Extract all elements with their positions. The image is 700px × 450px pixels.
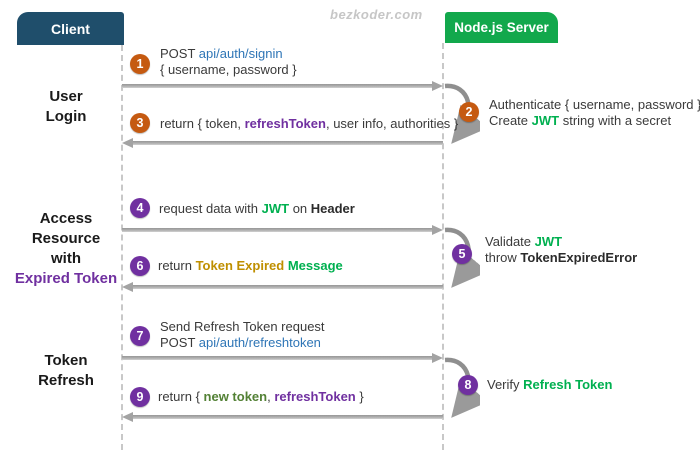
step-1-message: POST api/auth/signin{ username, password… — [160, 46, 297, 77]
arrow-signin-response — [122, 137, 443, 148]
step-9-badge: 9 — [130, 387, 150, 407]
step-4-message: request data with JWT on Header — [159, 201, 355, 216]
step-8-badge: 8 — [458, 375, 478, 395]
step-9-message: return { new token, refreshToken } — [158, 389, 364, 404]
step-3-badge: 3 — [130, 113, 150, 133]
arrow-resource-request — [122, 224, 443, 235]
arrow-signin-request — [122, 80, 443, 91]
arrow-expired-response — [122, 281, 443, 292]
step-5-badge: 5 — [452, 244, 472, 264]
step-3-message: return { token, refreshToken, user info,… — [160, 116, 459, 131]
arrow-refresh-request — [122, 352, 443, 363]
actor-server-header: Node.js Server — [445, 12, 558, 43]
watermark-text: bezkoder.com — [330, 7, 423, 22]
self-loop-authenticate — [444, 83, 480, 144]
step-6-message: return Token Expired Message — [158, 258, 343, 273]
step-6-badge: 6 — [130, 256, 150, 276]
step-7-badge: 7 — [130, 326, 150, 346]
client-lifeline — [121, 45, 123, 450]
step-4-badge: 4 — [130, 198, 150, 218]
step-8-message: Verify Refresh Token — [487, 377, 613, 392]
server-lifeline — [442, 43, 444, 450]
actor-client-header: Client — [17, 12, 124, 45]
step-2-message: Authenticate { username, password }Creat… — [489, 97, 700, 128]
step-1-badge: 1 — [130, 54, 150, 74]
step-2-badge: 2 — [459, 102, 479, 122]
arrow-refresh-response — [122, 411, 443, 422]
